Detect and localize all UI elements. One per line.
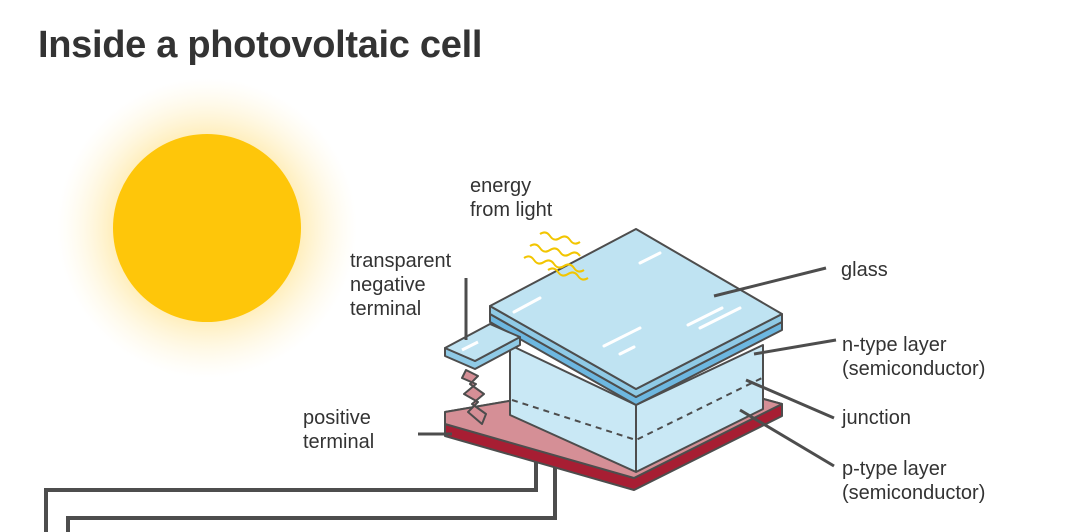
zigzag-connector [461, 369, 487, 425]
p-type-leader [739, 408, 835, 468]
p-type-label: p-type layer(semiconductor) [842, 458, 986, 504]
negative-terminal-tab [444, 323, 521, 370]
junction-line [511, 377, 763, 442]
junction-label: junction [842, 407, 911, 429]
n-type-label: n-type layer(semiconductor) [842, 334, 986, 380]
junction-leader [745, 378, 835, 420]
glass-label: glass [841, 259, 888, 281]
glass-leader [713, 266, 827, 298]
light-waves-icon [523, 231, 589, 281]
leader-lines [418, 266, 837, 468]
glass-reflections [512, 251, 742, 356]
circuit-wires [44, 382, 557, 532]
glass-layer [489, 228, 783, 398]
n-type-leader [753, 338, 837, 356]
page-title: Inside a photovoltaic cell [38, 24, 483, 66]
sun-icon [57, 78, 357, 378]
